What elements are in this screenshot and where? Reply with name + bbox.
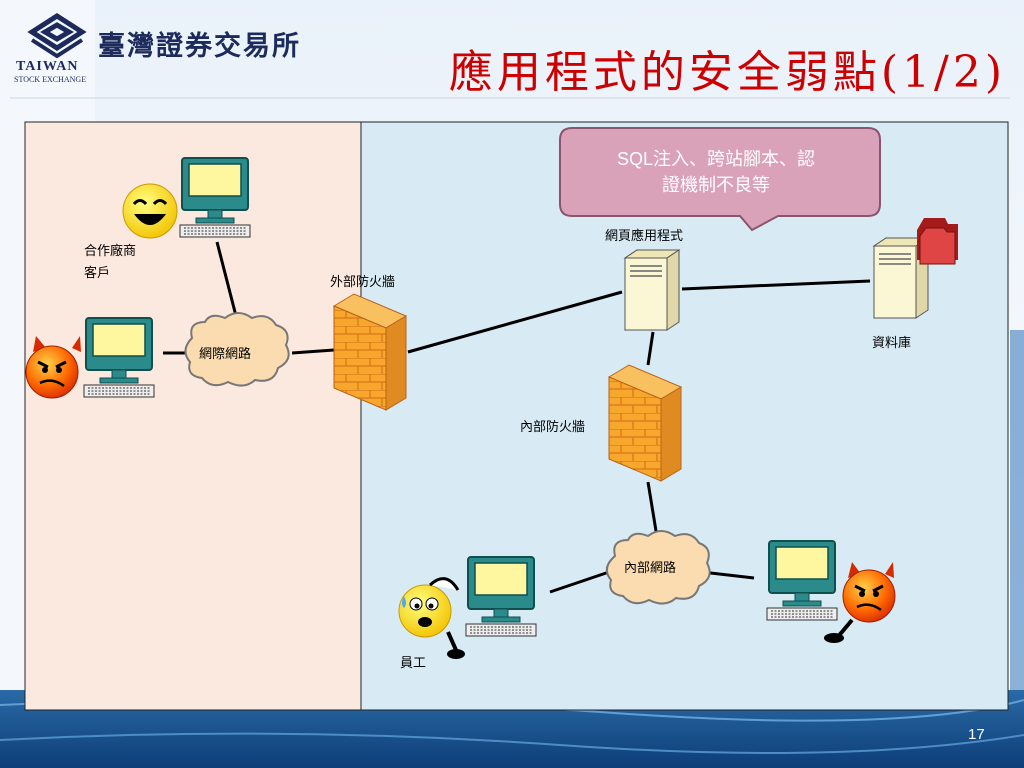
customer-label: 客戶 — [84, 266, 111, 281]
external-firewall-label: 外部防火牆 — [330, 275, 396, 290]
vulnerability-callout — [559, 127, 881, 232]
callout-line-1: SQL注入、跨站腳本、認 — [616, 149, 816, 169]
internet-label: 網際網路 — [199, 347, 252, 362]
employee-label: 員工 — [400, 656, 427, 671]
connection-lines — [163, 241, 871, 594]
employee-computer-icon — [465, 556, 537, 637]
intranet-cloud-icon — [605, 530, 711, 605]
attacker-computer-icon — [83, 317, 155, 398]
database-label: 資料庫 — [872, 336, 912, 351]
internal-firewall-icon — [608, 364, 682, 482]
partner-label: 合作廠商 — [84, 244, 137, 259]
internal-zone — [360, 121, 1009, 711]
insider-computer-icon — [766, 540, 838, 621]
intranet-label: 內部網路 — [624, 561, 677, 576]
insider-devil-icon — [824, 562, 896, 643]
logo-english-name: TAIWAN — [16, 59, 79, 74]
internet-cloud-icon — [184, 312, 290, 387]
worried-employee-icon — [398, 577, 465, 659]
twse-logo-icon — [27, 13, 87, 58]
web-app-label: 網頁應用程式 — [605, 229, 684, 244]
devil-face-icon — [25, 336, 81, 399]
folder-icon — [917, 218, 958, 265]
logo-english-subtitle: STOCK EXCHANGE — [14, 75, 87, 84]
page-number: 17 — [968, 726, 985, 743]
callout-line-2: 證機制不良等 — [662, 175, 770, 195]
slide-title: 應用程式的安全弱點(1/2) — [448, 47, 1006, 98]
logo-chinese-name: 臺灣證券交易所 — [98, 31, 301, 62]
internal-firewall-label: 內部防火牆 — [520, 420, 586, 435]
external-zone — [24, 121, 362, 711]
callout-text: SQL注入、跨站腳本、認 證機制不良等 — [566, 146, 866, 198]
external-firewall-icon — [333, 293, 407, 411]
web-server-icon — [624, 249, 680, 331]
partner-computer-icon — [179, 157, 251, 238]
happy-face-icon — [122, 183, 178, 239]
